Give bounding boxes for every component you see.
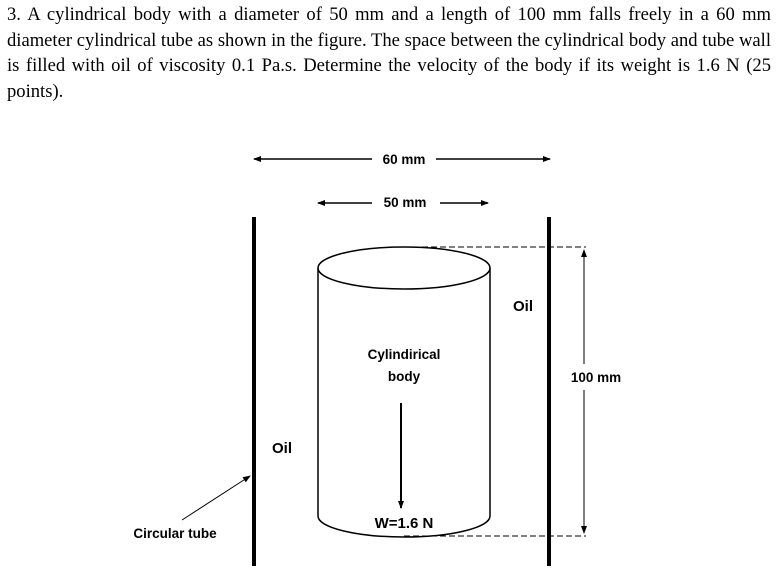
cylinder-bottom xyxy=(317,515,491,538)
length-label: 100 mm xyxy=(571,370,621,385)
body-diameter-label: 50 mm xyxy=(384,195,427,210)
tube-diameter-label: 60 mm xyxy=(383,152,426,167)
oil-label-right: Oil xyxy=(513,298,533,315)
tube-pointer-arrow xyxy=(181,475,251,521)
body-label-line1: Cylindirical xyxy=(368,347,441,362)
problem-statement: 3. A cylindrical body with a diameter of… xyxy=(7,4,771,102)
weight-label: W=1.6 N xyxy=(375,515,434,532)
cylinder-top xyxy=(317,246,491,290)
body-label-line2: body xyxy=(388,369,421,384)
tube-label: Circular tube xyxy=(133,526,217,541)
body-diameter-dimension: 50 mm xyxy=(317,195,489,210)
length-dimension: 100 mm xyxy=(571,249,621,534)
oil-label-left: Oil xyxy=(272,440,292,457)
tube-diameter-dimension: 60 mm xyxy=(253,152,551,167)
cylindrical-body: Cylindirical body xyxy=(317,246,491,538)
